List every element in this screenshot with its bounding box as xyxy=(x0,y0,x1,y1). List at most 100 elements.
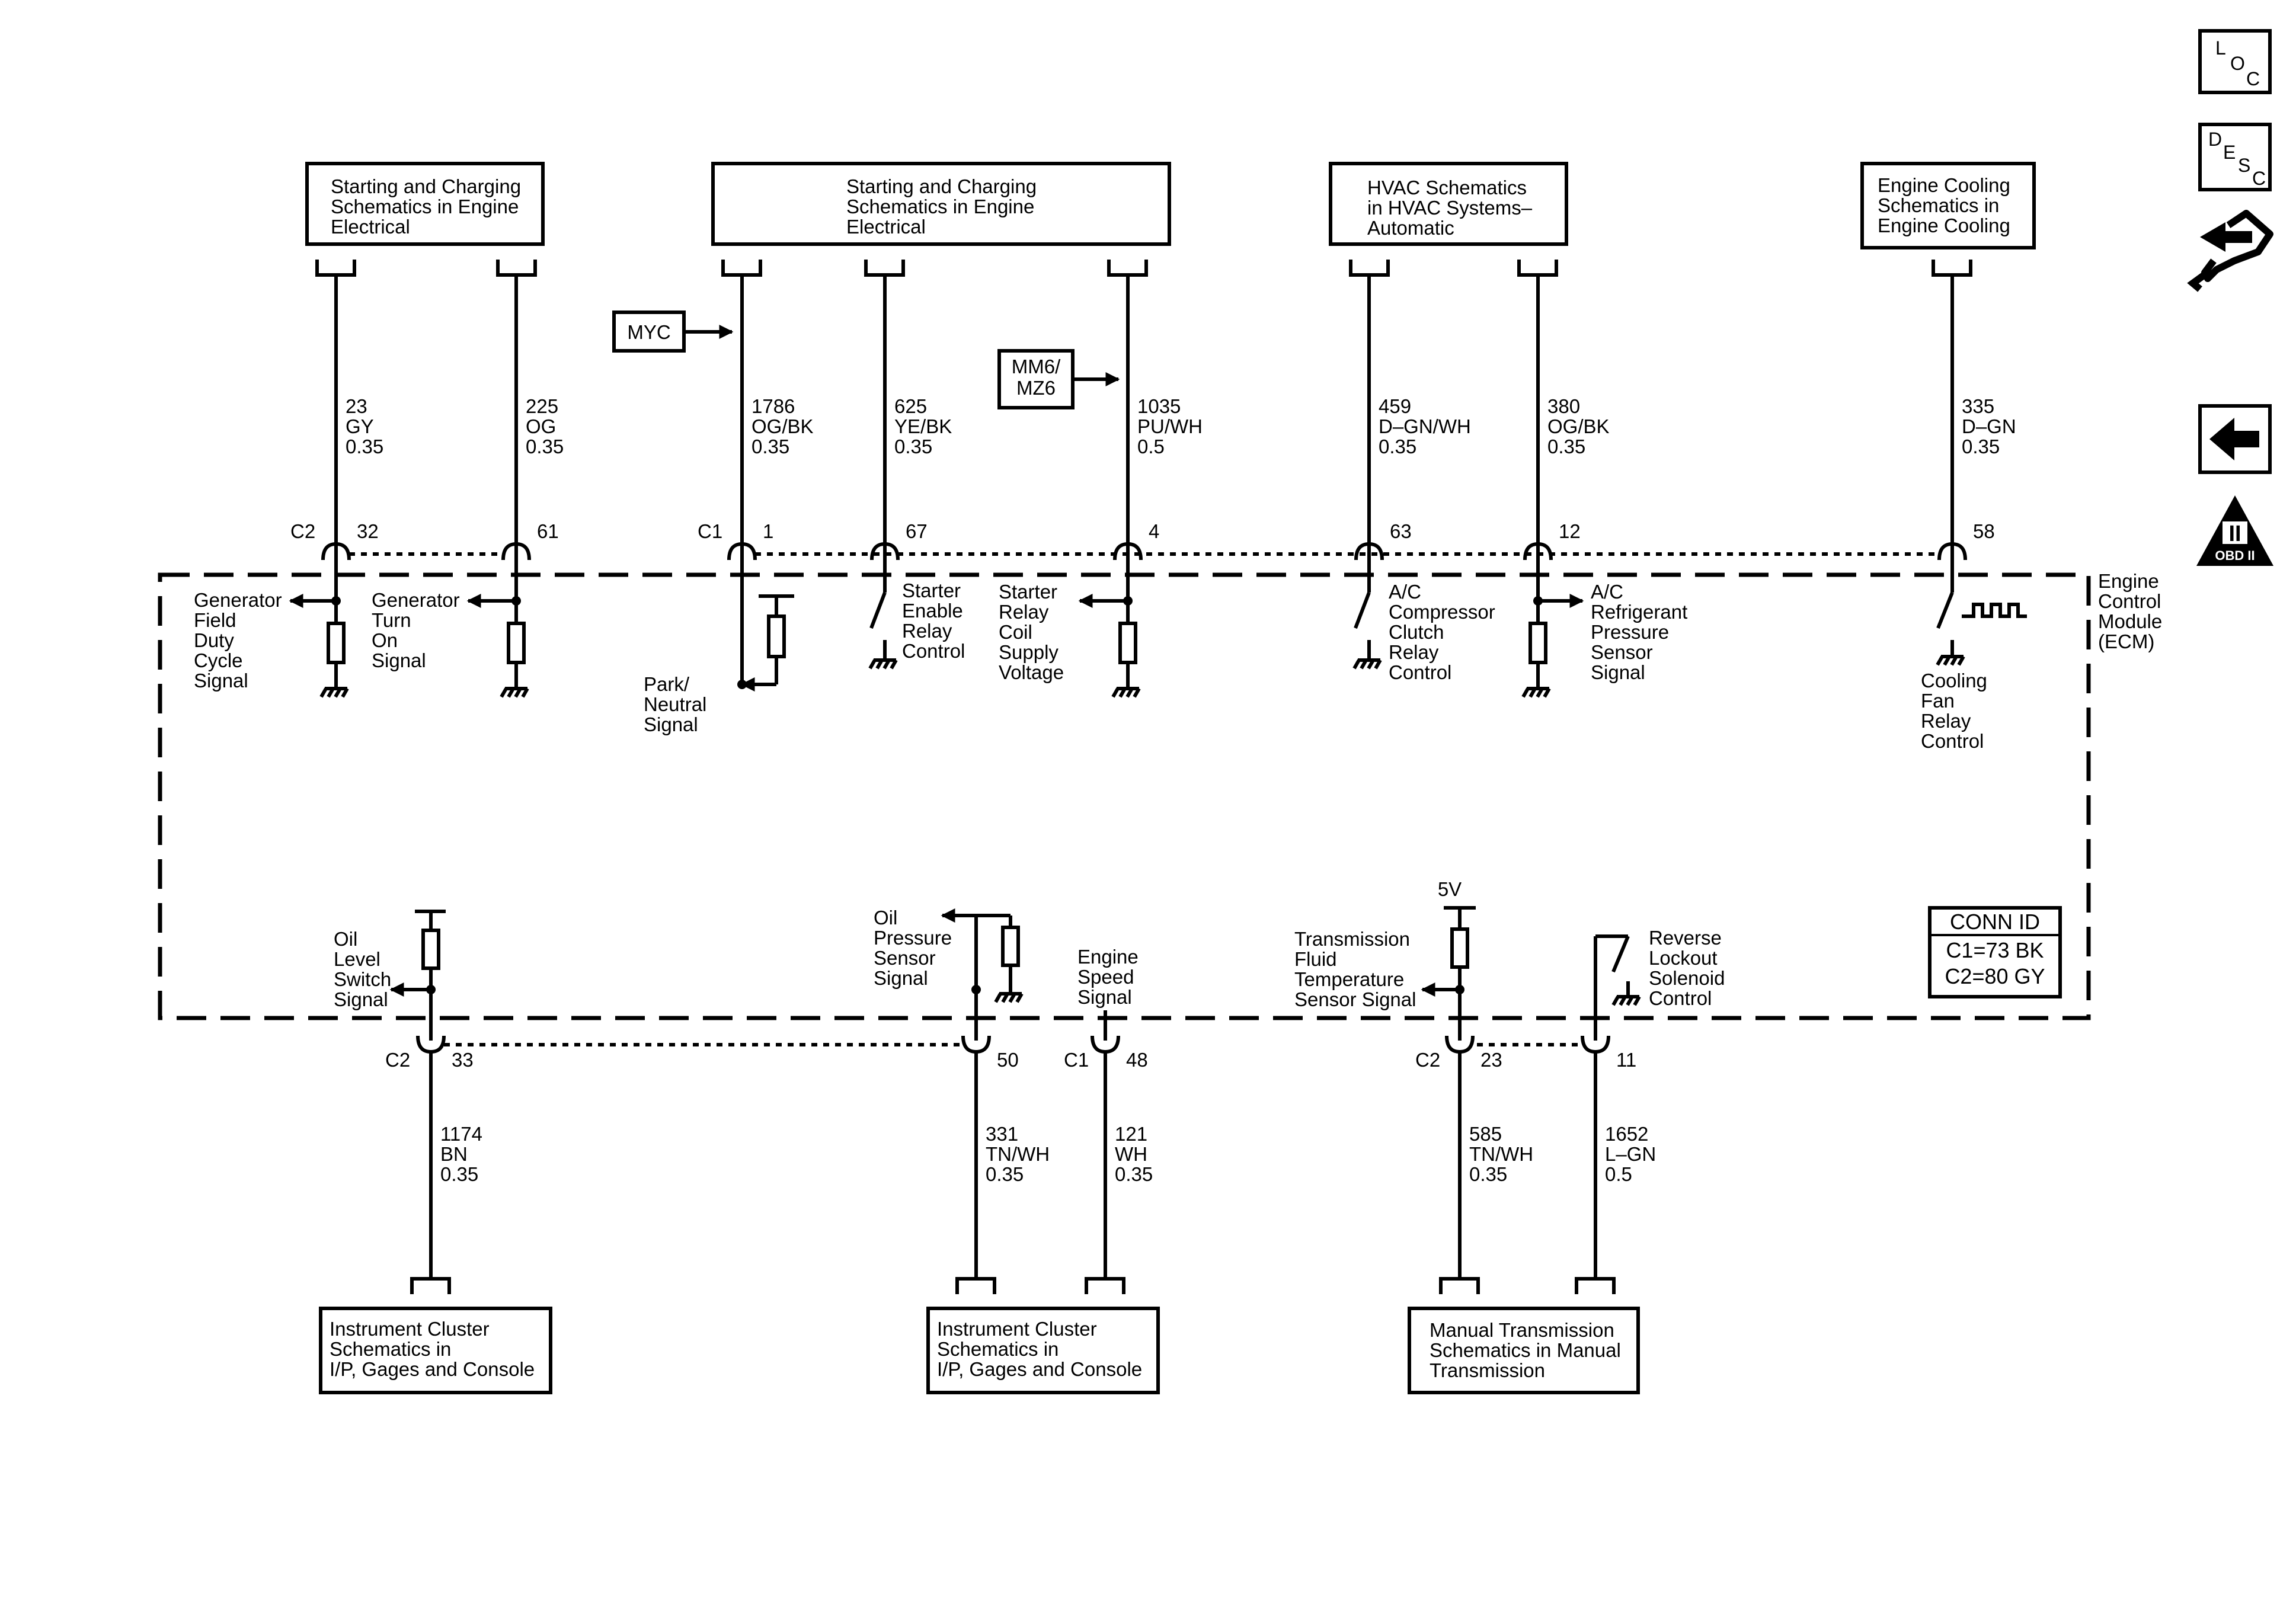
wire-color: TN/WH xyxy=(1469,1143,1533,1165)
conn-id-title: CONN ID xyxy=(1950,910,2040,934)
wire-color: WH xyxy=(1115,1143,1147,1165)
circuit-label: Neutral xyxy=(644,693,706,715)
top-box-hvac[interactable]: HVAC Schematics in HVAC Systems– Automat… xyxy=(1329,162,1568,246)
obd-label: OBD II xyxy=(2215,548,2255,563)
wire-circuit: 23 xyxy=(346,395,367,417)
wire-gauge: 0.35 xyxy=(1962,436,2000,457)
circuit-label: Control xyxy=(1389,661,1451,683)
wire-gauge: 0.5 xyxy=(1137,436,1165,457)
conn-id-c1: C1=73 BK xyxy=(1946,938,2044,962)
circuit-label: Starter xyxy=(902,580,961,601)
box-line: in HVAC Systems– xyxy=(1367,197,1533,219)
wire-circuit: 331 xyxy=(986,1123,1018,1145)
bottom-box-instrument-cluster-1[interactable]: Instrument Cluster Schematics in I/P, Ga… xyxy=(319,1307,552,1394)
bottom-terminals xyxy=(410,1277,1616,1294)
pin-number: 12 xyxy=(1559,520,1581,542)
pin-number: 4 xyxy=(1149,520,1159,542)
bottom-box-manual-transmission[interactable]: Manual Transmission Schematics in Manual… xyxy=(1408,1307,1640,1394)
top-connector-pins: C2 32 61 C1 1 67 4 63 12 58 xyxy=(290,520,1995,542)
wire-gauge: 0.35 xyxy=(894,436,932,457)
wire-gauge: 0.35 xyxy=(1469,1163,1507,1185)
connector-group-lines xyxy=(349,552,1939,1046)
wire-gauge: 0.35 xyxy=(986,1163,1024,1185)
circuit-label: Fluid xyxy=(1294,948,1337,970)
ecm-boundary xyxy=(158,572,2091,1020)
circuit-label: Control xyxy=(1921,730,1984,752)
box-line: Schematics in xyxy=(1878,194,1999,216)
circuit-label: Transmission xyxy=(1294,928,1410,950)
circuit-label: Oil xyxy=(334,928,357,950)
top-box-starting-charging-1[interactable]: Starting and Charging Schematics in Engi… xyxy=(305,162,545,246)
circuit-label: Signal xyxy=(194,670,248,692)
circuit-label: Control xyxy=(902,640,965,662)
box-line: Engine Cooling xyxy=(1878,215,2010,236)
desc-button[interactable]: D E S C xyxy=(2198,123,2272,191)
circuit-label: Signal xyxy=(1591,661,1645,683)
circuit-label: Pressure xyxy=(874,927,952,949)
box-line: Schematics in Engine xyxy=(331,196,519,217)
svg-text:Control: Control xyxy=(2098,590,2161,612)
wire-color: D–GN xyxy=(1962,415,2016,437)
circuit-label: Oil xyxy=(874,907,897,929)
ecm-bottom-labels: Oil Level Switch Signal Oil Pressure Sen… xyxy=(334,878,1725,1010)
box-line: Starting and Charging xyxy=(846,175,1037,197)
circuit-label: Sensor xyxy=(874,947,936,969)
circuit-label: Level xyxy=(334,948,380,970)
pin-number: 58 xyxy=(1973,520,1995,542)
wire-gauge: 0.5 xyxy=(1605,1163,1632,1185)
back-button[interactable] xyxy=(2198,404,2272,474)
wire-circuit: 625 xyxy=(894,395,927,417)
option-mm6-line: MM6/ xyxy=(1012,356,1061,377)
circuit-label: Coil xyxy=(999,621,1032,643)
wire-gauge: 0.35 xyxy=(440,1163,478,1185)
connector-id: C2 xyxy=(290,520,315,542)
desc-letter-1: D xyxy=(2208,129,2222,150)
box-line: Schematics in xyxy=(330,1338,451,1360)
pin-number: 48 xyxy=(1126,1049,1148,1071)
box-line: Automatic xyxy=(1367,217,1454,239)
wire-color: OG xyxy=(526,415,556,437)
bottom-box-instrument-cluster-2[interactable]: Instrument Cluster Schematics in I/P, Ga… xyxy=(926,1307,1160,1394)
left-arrow-icon xyxy=(2209,418,2259,460)
pin-number: 33 xyxy=(452,1049,474,1071)
bottom-connector-pins: C2 33 50 C1 48 C2 23 11 xyxy=(385,1049,1636,1071)
pin-number: 1 xyxy=(763,520,773,542)
supply-5v: 5V xyxy=(1438,878,1462,900)
loc-button[interactable]: L O C xyxy=(2198,29,2272,94)
connector-id: C1 xyxy=(1064,1049,1089,1071)
pin-number: 50 xyxy=(997,1049,1019,1071)
obd-ii-button[interactable]: II OBD II xyxy=(2196,495,2273,566)
box-line: I/P, Gages and Console xyxy=(937,1358,1142,1380)
box-line: I/P, Gages and Console xyxy=(330,1358,535,1380)
wire-gauge: 0.35 xyxy=(752,436,789,457)
circuit-label: Speed xyxy=(1077,966,1134,988)
wire-gauge: 0.35 xyxy=(1115,1163,1153,1185)
box-line: Electrical xyxy=(331,216,410,238)
wire-circuit: 1786 xyxy=(752,395,795,417)
connector-id: C1 xyxy=(698,520,722,542)
wrench-hand-icon[interactable] xyxy=(2187,210,2273,292)
wire-gauge: 0.35 xyxy=(1547,436,1585,457)
circuit-label: Field xyxy=(194,609,236,631)
bottom-wires xyxy=(429,1052,1597,1279)
top-box-starting-charging-2[interactable]: Starting and Charging Schematics in Engi… xyxy=(711,162,1171,246)
wire-color: OG/BK xyxy=(1547,415,1610,437)
wire-circuit: 121 xyxy=(1115,1123,1147,1145)
box-line: Manual Transmission xyxy=(1430,1319,1614,1341)
pin-number: 61 xyxy=(537,520,559,542)
wire-circuit: 1035 xyxy=(1137,395,1181,417)
connector-id: C2 xyxy=(1415,1049,1440,1071)
wire-color: GY xyxy=(346,415,374,437)
pin-number: 63 xyxy=(1390,520,1412,542)
circuit-label: Signal xyxy=(372,649,426,671)
box-line: HVAC Schematics xyxy=(1367,177,1527,199)
top-box-engine-cooling[interactable]: Engine Cooling Schematics in Engine Cool… xyxy=(1860,162,2036,249)
circuit-label: Compressor xyxy=(1389,601,1495,623)
circuit-label: Cycle xyxy=(194,649,243,671)
circuit-label: Park/ xyxy=(644,673,690,695)
circuit-label: Voltage xyxy=(999,661,1064,683)
circuit-label: Cooling xyxy=(1921,670,1987,692)
top-wire-labels: 23 GY 0.35 225 OG 0.35 1786 OG/BK 0.35 6… xyxy=(346,395,2016,457)
circuit-label: Engine xyxy=(1077,946,1139,968)
circuit-label: Fan xyxy=(1921,690,1955,712)
